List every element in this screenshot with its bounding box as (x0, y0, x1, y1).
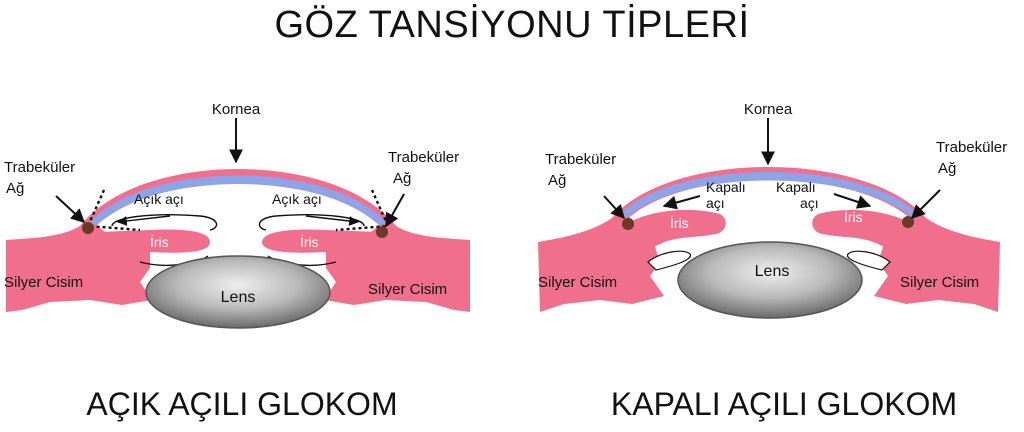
kapali-arrow-right (833, 193, 872, 209)
flow-arrow-right-open (305, 215, 359, 226)
silyer-cisim-label-left-open: Silyer Cisim (4, 274, 83, 291)
lens-label-open: Lens (221, 289, 256, 306)
trabekuler-label-right-open: Trabeküler (388, 149, 459, 166)
trabecular-meshwork-left-closed (622, 218, 634, 230)
ag-label-left-open: Ağ (6, 180, 24, 197)
cornea-outer-left (80, 169, 396, 230)
kapali-aci-label-left-2: açı (706, 195, 725, 211)
iris-left-lobe-open (98, 229, 210, 254)
acik-aci-label-left: Açık açı (134, 191, 184, 207)
ag-label-right-open: Ağ (393, 170, 411, 187)
trabecular-meshwork-right-closed (902, 216, 914, 228)
iris-label-left-closed: İris (670, 214, 689, 231)
cornea-inner-layer-closed (620, 172, 918, 218)
iris-label-right-closed: İris (844, 208, 863, 225)
closed-angle-diagram: Kornea Trabeküler Ağ Trabeküler Ağ Kapal… (538, 101, 1007, 319)
trabekuler-label-right-closed: Trabeküler (936, 139, 1007, 156)
trabekuler-label-left-closed: Trabeküler (545, 151, 616, 168)
iris-label-left-open: İris (150, 233, 169, 250)
acik-aci-label-right: Açık açı (272, 191, 322, 207)
kapali-aci-label-right-1: Kapalı (776, 179, 816, 195)
silyer-cisim-label-left-closed: Silyer Cisim (538, 274, 617, 291)
trabekuler-arrow-left-closed (603, 195, 625, 220)
kornea-label-open: Kornea (212, 101, 261, 118)
lens-open (145, 255, 331, 329)
trabekuler-label-left-open: Trabeküler (4, 159, 75, 176)
kornea-label-closed: Kornea (744, 101, 793, 118)
flow-pocket-right-closed (847, 250, 891, 271)
open-angle-dotted-right (335, 189, 390, 232)
iris-label-right-open: İris (300, 233, 319, 250)
silyer-cisim-label-right-open: Silyer Cisim (368, 281, 447, 298)
iris-right-lobe-closed (812, 209, 912, 247)
trabecular-meshwork-left-open (82, 222, 94, 234)
trabecular-meshwork-right-open (376, 226, 388, 238)
closed-angle-heading: KAPALI AÇILI GLOKOM (610, 386, 958, 422)
cornea-inner-layer-left (90, 175, 386, 226)
trabekuler-arrow-right-closed (911, 189, 941, 219)
silyer-cisim-label-right-closed: Silyer Cisim (900, 274, 979, 291)
kapali-aci-label-right-2: açı (800, 195, 819, 211)
open-angle-dotted-left (86, 189, 141, 232)
iris-right-lobe-open (262, 229, 378, 254)
open-angle-diagram: Kornea Trabeküler Ağ Trabeküler Ağ Açık … (4, 101, 470, 329)
sclera-tissue-left-closed (538, 212, 664, 312)
flow-arrow-left-open (117, 215, 171, 226)
open-angle-heading: AÇIK AÇILI GLOKOM (86, 386, 398, 422)
trabekuler-arrow-left-open (55, 195, 86, 223)
flow-pocket-left-closed (647, 250, 691, 271)
page-title: GÖZ TANSİYONU TİPLERİ (274, 4, 750, 46)
kapali-arrow-left (662, 195, 701, 210)
lens-closed (677, 241, 863, 319)
kapali-aci-label-left-1: Kapalı (706, 179, 746, 195)
ag-label-left-closed: Ağ (548, 172, 566, 189)
sclera-tissue-right-closed (874, 212, 1000, 312)
lens-label-closed: Lens (755, 263, 790, 280)
ag-label-right-closed: Ağ (938, 160, 956, 177)
iris-left-lobe-closed (626, 209, 726, 247)
trabekuler-arrow-right-open (385, 193, 405, 228)
